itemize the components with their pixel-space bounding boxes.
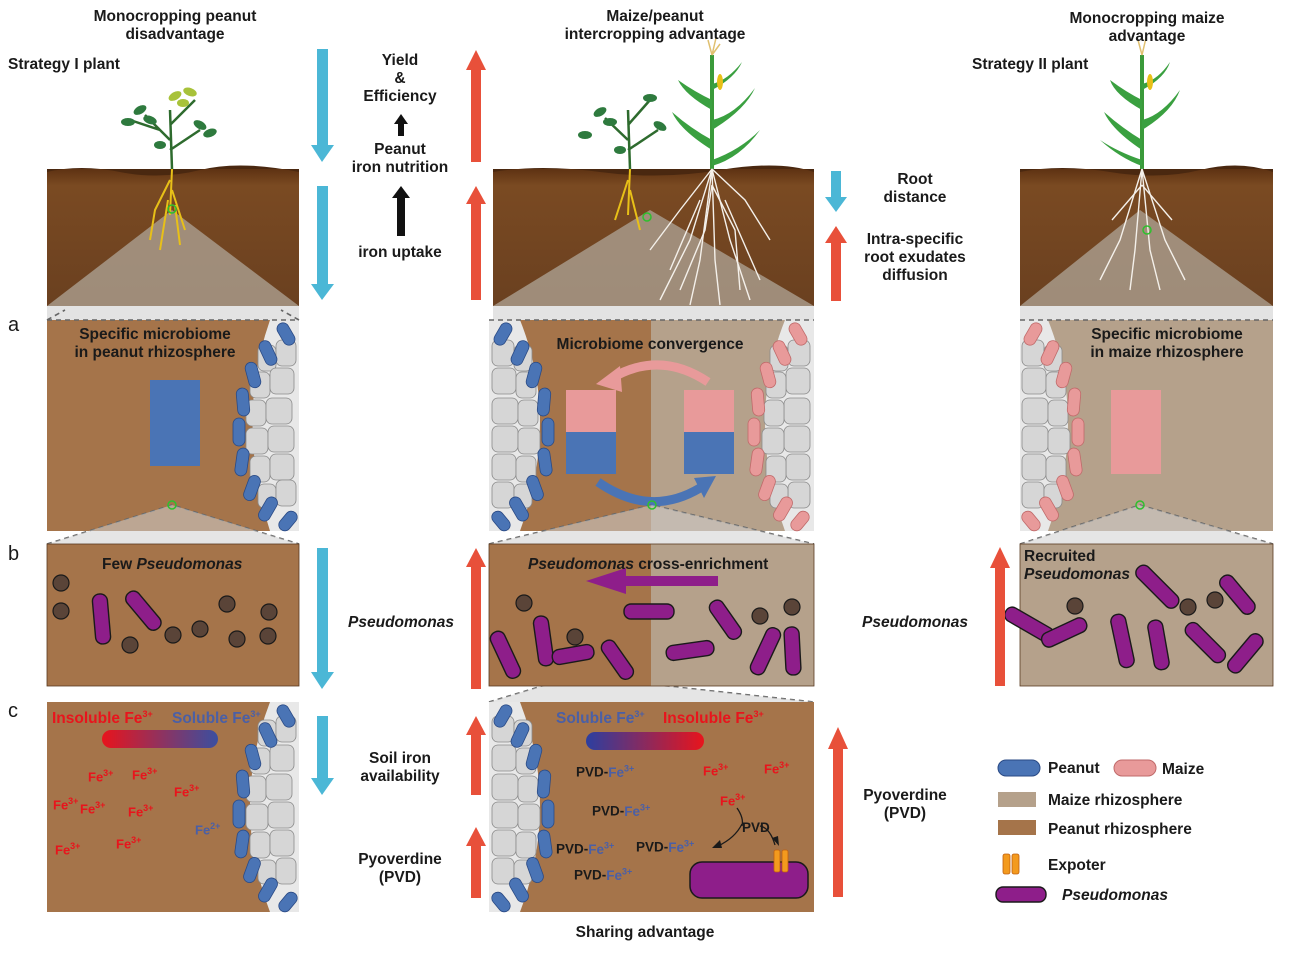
panel-a-right [1020, 320, 1273, 532]
soluble-fe-middle: Soluble Fe3+ [556, 709, 645, 728]
panel-b-left [46, 543, 300, 687]
pyoverdine-center-label: Pyoverdine(PVD) [358, 851, 442, 886]
legend-maize: Maize [1162, 761, 1205, 778]
panel-c-left [47, 702, 299, 913]
iron-uptake-label: iron uptake [358, 244, 442, 261]
legend-maize-rhizosphere: Maize rhizosphere [1048, 792, 1183, 809]
legend-expoter: Expoter [1048, 857, 1106, 874]
fe3-ion: Fe3+ [55, 841, 81, 858]
insoluble-fe-middle: Insoluble Fe3+ [663, 709, 764, 728]
pvd-free: PVD [742, 820, 770, 835]
panel-b-middle [488, 543, 815, 687]
center-up-arrows [466, 50, 486, 898]
pvd-fe-complex: PVD-Fe3+ [574, 866, 633, 883]
soluble-fe-left: Soluble Fe3+ [172, 709, 261, 728]
insoluble-fe-left: Insoluble Fe3+ [52, 709, 153, 728]
fe3-ion: Fe3+ [132, 766, 158, 783]
left-down-arrows [311, 49, 334, 795]
pvd-fe-complex: PVD-Fe3+ [556, 840, 615, 857]
legend-peanut-rhizosphere: Peanut rhizosphere [1048, 821, 1192, 838]
right-side-arrows [825, 171, 1010, 897]
maize-plant-middle [649, 37, 771, 306]
black-up-arrows [392, 114, 410, 236]
sharing-advantage-label: Sharing advantage [575, 924, 715, 941]
pvd-fe-complex: PVD-Fe3+ [576, 763, 635, 780]
legend-graphics [995, 759, 1157, 903]
maize-plant-right [1099, 37, 1186, 291]
soil-middle [493, 165, 814, 306]
row-letter-b: b [8, 543, 20, 565]
fe3-ion: Fe3+ [128, 803, 154, 820]
pyoverdine-right-label: Pyoverdine(PVD) [863, 787, 947, 822]
pseudomonas-right-label: Pseudomonas [862, 614, 968, 631]
yield-efficiency-label: Yield&Efficiency [363, 52, 437, 105]
fe3-ion: Fe3+ [88, 768, 114, 785]
soil-left [47, 165, 299, 306]
row-letter-c: c [8, 700, 18, 722]
fe3-ion: Fe3+ [720, 792, 746, 809]
fe2-ion: Fe2+ [195, 821, 221, 838]
fe3-ion: Fe3+ [116, 835, 142, 852]
panel-a-middle-title: Microbiome convergence [556, 336, 744, 353]
row-letter-a: a [8, 314, 20, 336]
panel-b-left-title: Few Pseudomonas [102, 556, 243, 573]
pvd-fe-complex: PVD-Fe3+ [636, 838, 695, 855]
panel-b-right [1003, 543, 1274, 687]
legend-peanut: Peanut [1048, 760, 1100, 777]
strategy-2-label: Strategy II plant [972, 56, 1089, 73]
legend-pseudomonas: Pseudomonas [1062, 887, 1168, 904]
fe3-ion: Fe3+ [703, 762, 729, 779]
pvd-fe-complex: PVD-Fe3+ [592, 802, 651, 819]
panel-a-left [47, 320, 299, 532]
panel-c-middle [489, 702, 814, 913]
peanut-plant-left [121, 87, 217, 251]
peanut-plant-middle [578, 94, 667, 231]
fe3-ion: Fe3+ [80, 800, 106, 817]
pseudomonas-center-label: Pseudomonas [348, 614, 454, 631]
soil-right [1020, 165, 1273, 306]
strategy-1-label: Strategy I plant [8, 56, 120, 73]
fe3-ion: Fe3+ [764, 760, 790, 777]
fe3-ion: Fe3+ [174, 783, 200, 800]
panel-a-middle [489, 320, 814, 532]
fe3-ion: Fe3+ [53, 796, 79, 813]
panel-b-middle-title: Pseudomonas cross-enrichment [528, 556, 769, 573]
